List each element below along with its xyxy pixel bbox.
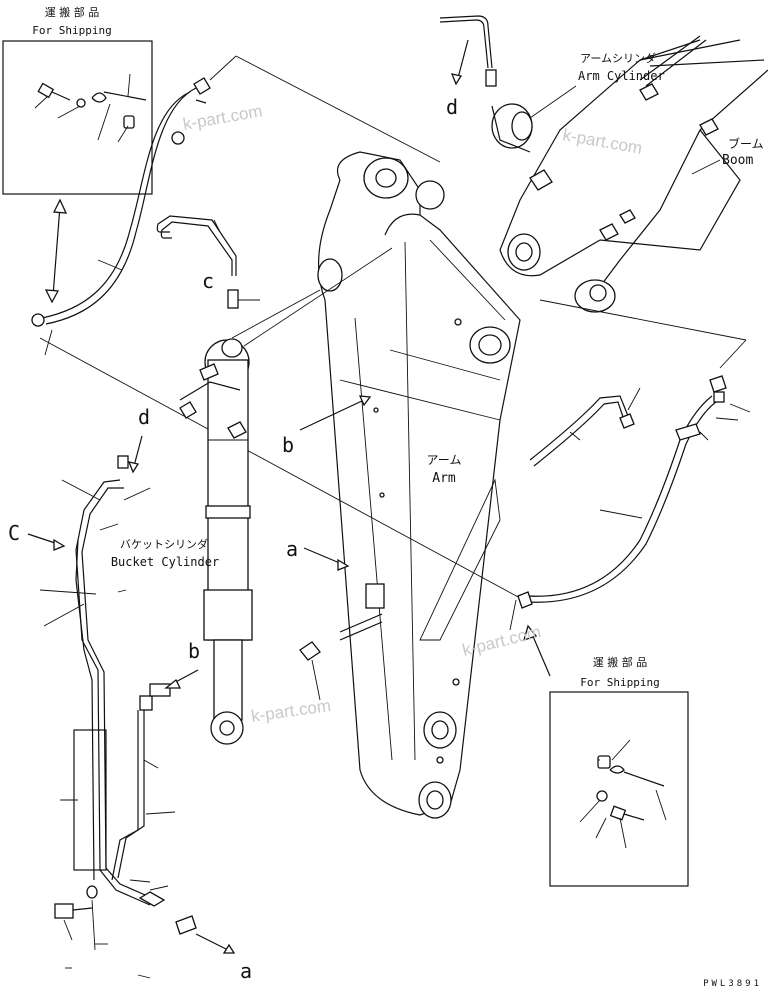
bolt-icon [609, 805, 645, 821]
tube-bundle-left [39, 455, 197, 979]
watermark-2: k-part.com [561, 125, 643, 158]
bolt-icon [37, 82, 71, 101]
arm-jp: アーム [427, 453, 462, 467]
bucket-cylinder-en: Bucket Cylinder [111, 555, 219, 569]
bucket-cylinder [179, 338, 253, 745]
washer-icon [596, 790, 608, 802]
hose-left-top [31, 55, 441, 356]
hose-mid-right [529, 387, 641, 467]
shipping-label-en-bottom: For Shipping [580, 676, 659, 689]
ref-a-lower: a [240, 959, 252, 983]
shipping-label-jp-bottom: 運 搬 部 品 [593, 655, 648, 669]
boom-structure [499, 35, 768, 313]
shipping-label-jp-top: 運 搬 部 品 [45, 5, 100, 19]
ref-b-arm: b [282, 433, 294, 457]
arm-cylinder-head [491, 103, 533, 153]
ref-b-lower: b [188, 639, 200, 663]
watermark-1: k-part.com [181, 101, 263, 134]
drawing-code: PWL3891 [703, 979, 762, 989]
pipe-d-top [439, 15, 497, 87]
boom-jp: ブーム [728, 136, 764, 151]
hose-right [509, 299, 751, 631]
spacer-icon [597, 755, 611, 769]
shipping-box-top-left: 運 搬 部 品 For Shipping [2, 5, 153, 195]
watermark-3: k-part.com [460, 622, 543, 660]
ref-C-left: C [8, 521, 20, 545]
ref-d-top: d [446, 95, 458, 119]
ref-a-arm: a [286, 537, 298, 561]
arm-en: Arm [432, 471, 456, 486]
pipe-c-top [156, 215, 260, 309]
clamp-icon [609, 765, 625, 774]
arrow-up-icon [523, 624, 551, 677]
arm-structure [317, 151, 521, 819]
ref-c-top: c [202, 269, 214, 293]
ref-d-lower: d [138, 405, 150, 429]
bucket-cylinder-jp: バケットシリンダ [120, 537, 208, 551]
washer-icon [76, 98, 86, 108]
watermark-4: k-part.com [250, 696, 332, 726]
spacer-icon [123, 115, 135, 129]
elbow-fitting-icon [299, 641, 321, 661]
shipping-label-en-top: For Shipping [32, 24, 111, 37]
arm-cylinder-jp: アームシリンダ [580, 51, 656, 65]
boom-en: Boom [722, 153, 753, 168]
clamp-icon [91, 92, 107, 103]
shipping-box-bottom-right: 運 搬 部 品 For Shipping [549, 655, 689, 887]
double-arrow-icon [44, 198, 68, 304]
